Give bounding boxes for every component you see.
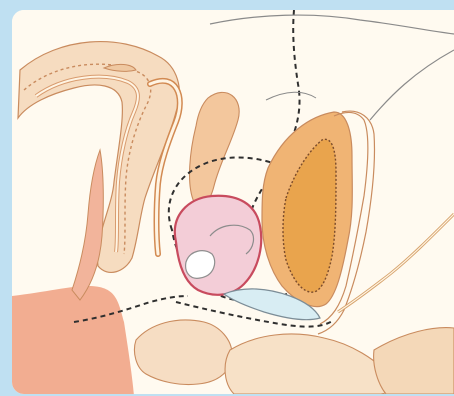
- diagram-canvas: [12, 10, 454, 394]
- pink-organ: [175, 196, 261, 295]
- flesh-lower-left: [12, 286, 134, 394]
- lower-tissue-left: [134, 320, 232, 385]
- anatomy-diagram-svg: [12, 10, 454, 394]
